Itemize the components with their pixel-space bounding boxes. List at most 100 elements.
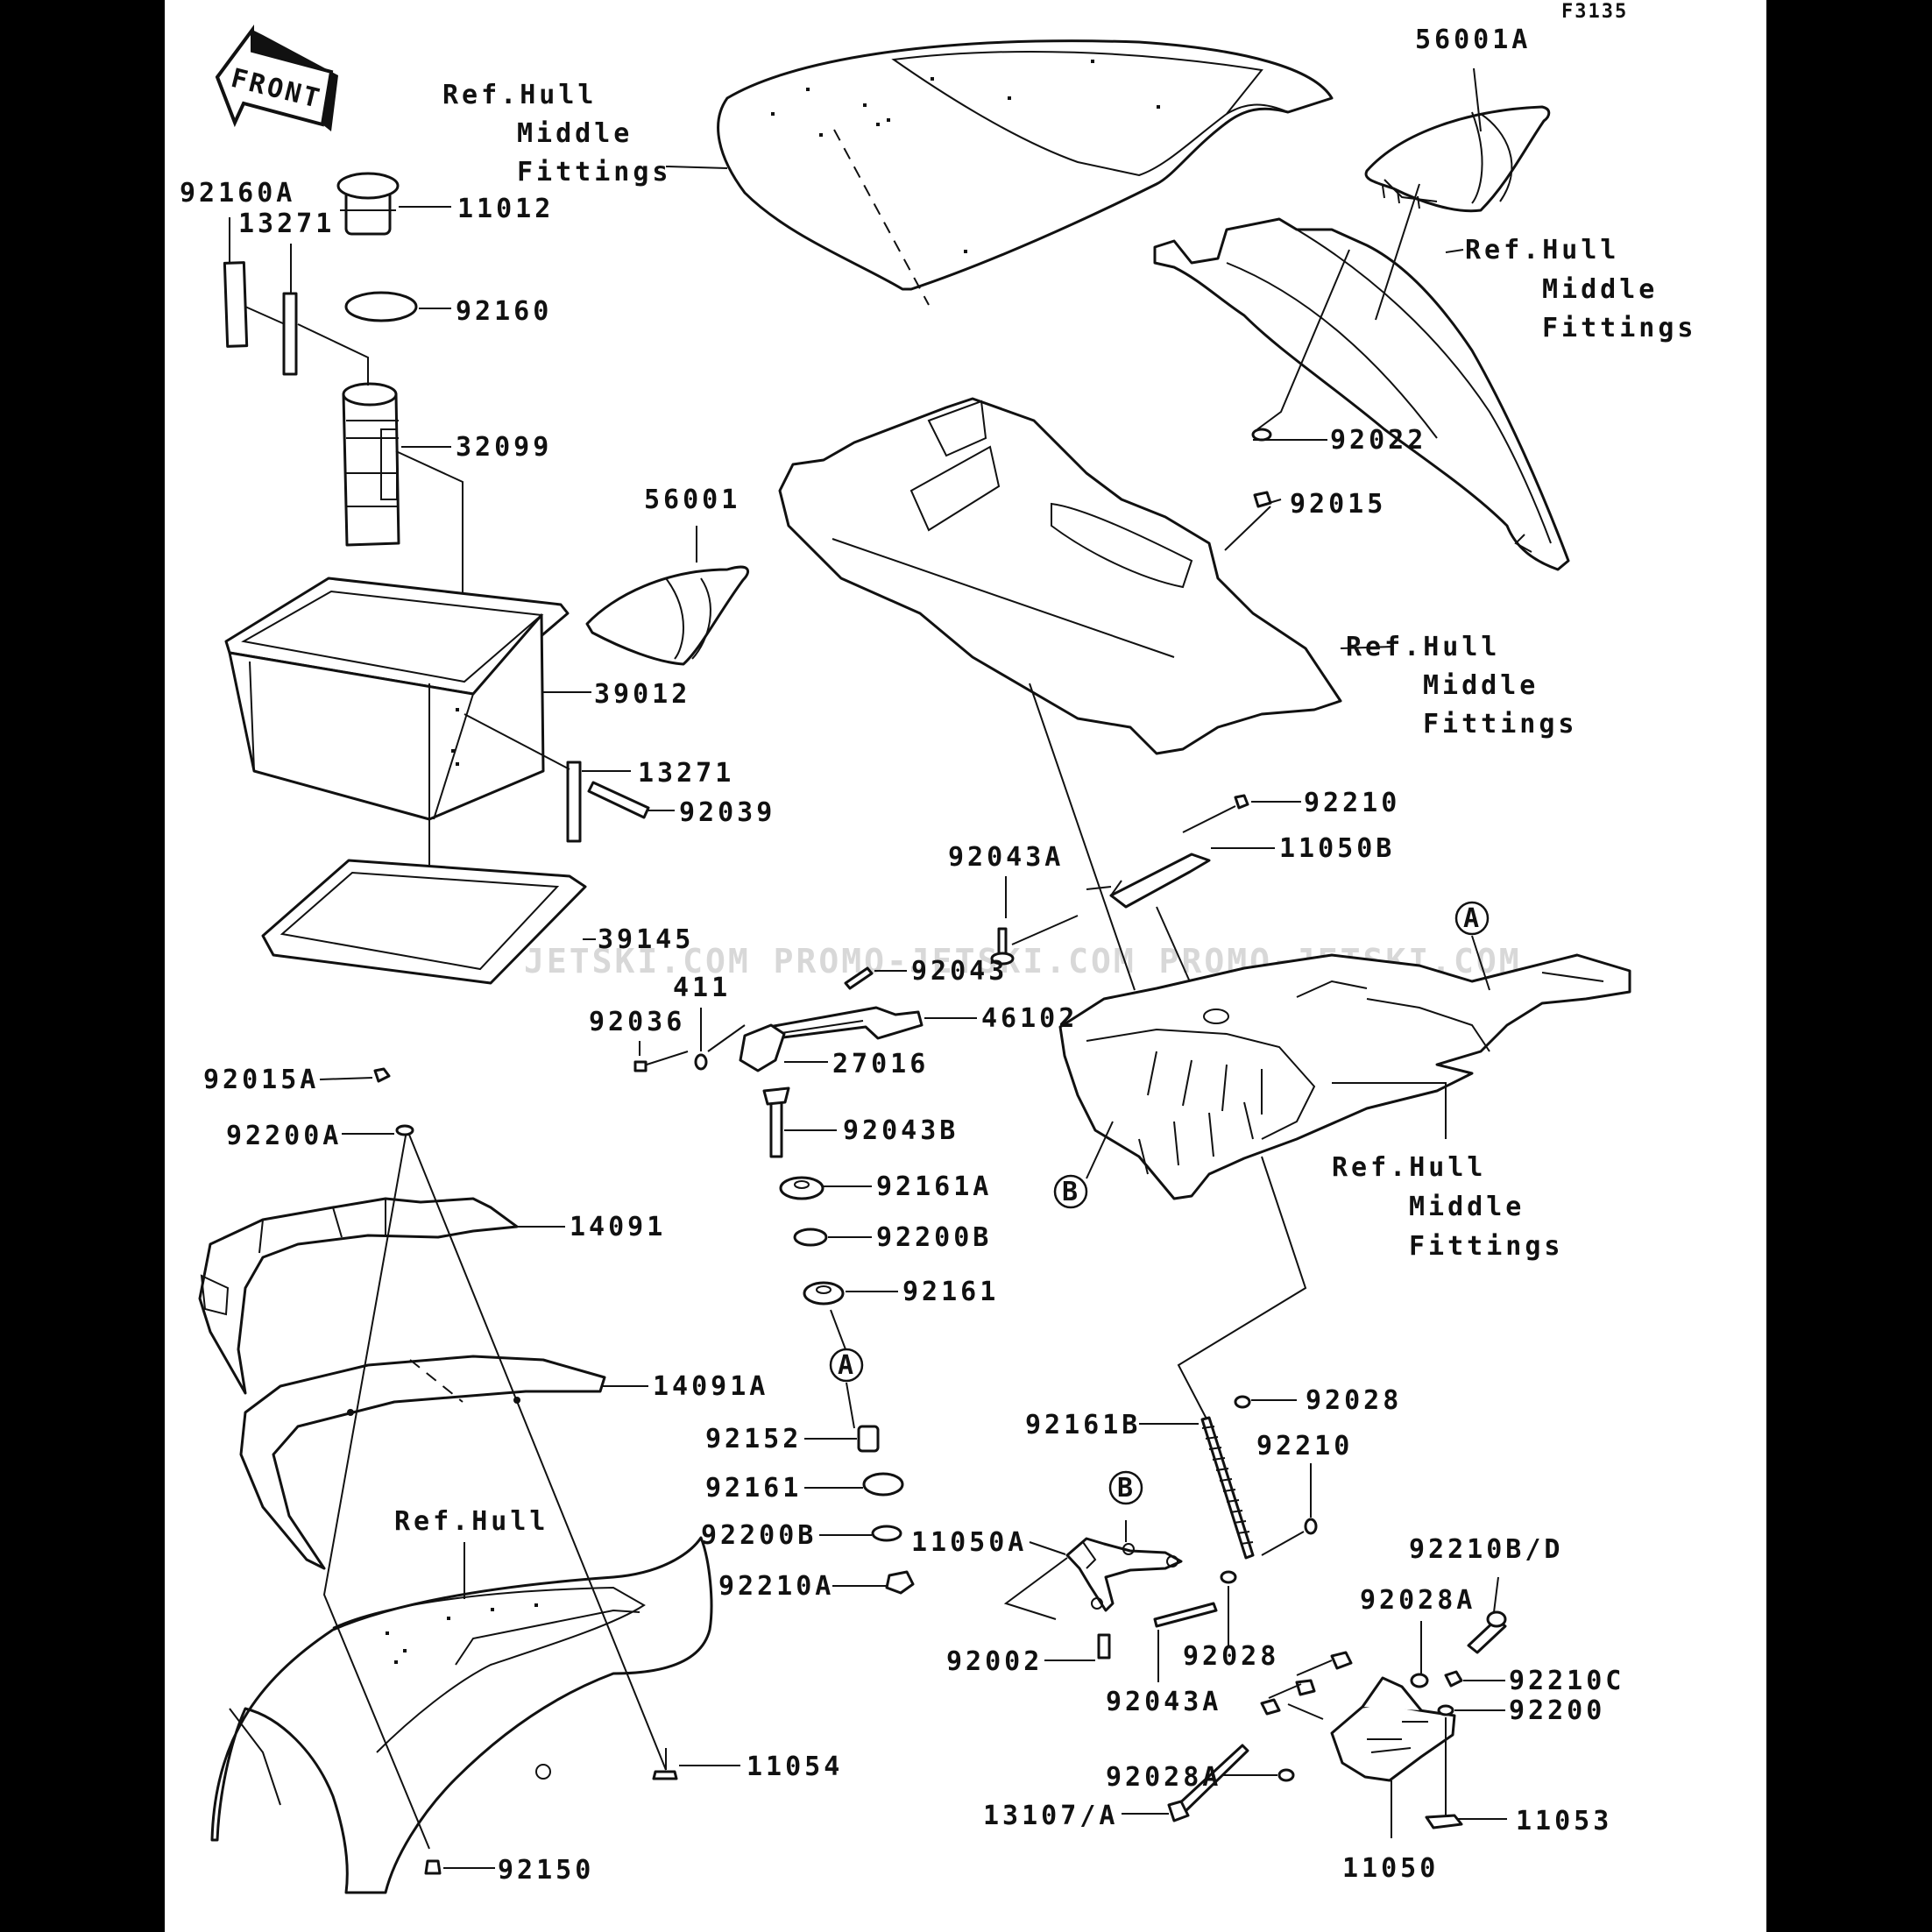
svg-text:Middle: Middle (1423, 670, 1539, 701)
gasket-39145 (261, 859, 596, 985)
washer-92022 (1251, 428, 1272, 442)
part-46102: 46102 (981, 1003, 1078, 1034)
part-14091: 14091 (570, 1212, 666, 1242)
part-92160: 92160 (456, 296, 552, 327)
svg-text:Ref.Hull: Ref.Hull (1346, 632, 1501, 662)
hull-front (210, 1359, 713, 1894)
plug-11054 (652, 1748, 740, 1780)
part-14091A: 14091A (653, 1371, 768, 1402)
bolt-92043A-b (1153, 1602, 1218, 1682)
part-92028A: 92028A (1360, 1585, 1476, 1616)
part-92160A: 92160A (180, 178, 295, 209)
part-92002: 92002 (946, 1646, 1043, 1677)
part-92200B-b: 92200B (701, 1520, 817, 1551)
grommet-92161 (803, 1281, 898, 1306)
part-92210BD: 92210B/D (1409, 1534, 1564, 1565)
rear-liner (1058, 953, 1631, 1200)
base-11053 (1425, 1717, 1507, 1829)
washer-411 (694, 1008, 746, 1071)
part-92150: 92150 (498, 1855, 594, 1886)
bolt-13107A (1122, 1744, 1249, 1822)
svg-text:Ref.Hull: Ref.Hull (1465, 235, 1620, 265)
part-92200A: 92200A (226, 1121, 342, 1151)
bolt-92043B (762, 1086, 837, 1158)
washer-92200 (1437, 1704, 1505, 1716)
callout-ref-hull-1: Ref.Hull Middle Fittings (442, 80, 672, 188)
fuel-cap-11012 (336, 172, 451, 236)
part-92043A-b: 92043A (1106, 1687, 1221, 1717)
bolt-92043 (844, 966, 907, 990)
nut-92015A (319, 1067, 391, 1083)
part-92210: 92210 (1304, 788, 1400, 818)
washer-92200B (793, 1228, 872, 1247)
svg-text:Ref.Hull: Ref.Hull (442, 80, 598, 110)
svg-text:Middle: Middle (1542, 274, 1658, 305)
callout-A-1: A (829, 1348, 864, 1383)
svg-text:A: A (838, 1350, 857, 1381)
washer-92028A-b (1222, 1768, 1295, 1782)
part-92028: 92028 (1306, 1385, 1402, 1416)
part-92028-b: 92028 (1183, 1641, 1279, 1672)
side-liner-right (1153, 217, 1570, 571)
part-56001A: 56001A (1415, 25, 1531, 55)
svg-text:Middle: Middle (1409, 1192, 1525, 1222)
gasket-92160 (344, 291, 451, 322)
part-92161A: 92161A (876, 1171, 992, 1202)
cover-56001 (585, 565, 750, 666)
washer-92028A (1410, 1621, 1429, 1688)
part-39145: 39145 (598, 924, 694, 955)
front-arrow-icon: FRONT (215, 24, 338, 131)
part-92210C: 92210C (1509, 1666, 1624, 1696)
strip-13271-b (464, 713, 675, 843)
svg-text:Fittings: Fittings (1423, 709, 1578, 740)
washer-92200A (342, 1124, 414, 1136)
screw-92002 (1044, 1633, 1111, 1661)
nut-92210 (1182, 794, 1301, 833)
spring-92161B (1139, 1416, 1255, 1560)
part-13107A: 13107/A (983, 1801, 1118, 1831)
part-92043: 92043 (911, 956, 1008, 987)
grommet-92161A (779, 1176, 872, 1200)
part-92043B: 92043B (843, 1115, 959, 1146)
part-92015: 92015 (1290, 489, 1386, 520)
part-56001: 56001 (644, 485, 740, 515)
part-92028A-b: 92028A (1106, 1762, 1221, 1793)
part-92200B: 92200B (876, 1222, 992, 1253)
svg-text:Middle: Middle (517, 118, 633, 149)
svg-text:B: B (1062, 1177, 1081, 1207)
washer-92200B-b (819, 1525, 902, 1542)
center-liner (778, 397, 1342, 755)
nut-92210A (832, 1570, 915, 1595)
part-11054: 11054 (747, 1752, 843, 1782)
svg-text:Fittings: Fittings (517, 157, 672, 188)
part-13271-b: 13271 (638, 758, 734, 789)
part-92210A: 92210A (718, 1571, 834, 1602)
part-92161: 92161 (902, 1277, 999, 1307)
nut-92015 (1253, 491, 1272, 508)
screw-92150 (424, 1859, 495, 1875)
grommet-92161-b (804, 1472, 904, 1497)
callout-ref-hull-5: Ref.Hull (394, 1506, 546, 1537)
part-92210-b: 92210 (1256, 1431, 1353, 1461)
part-92161B: 92161B (1025, 1410, 1141, 1440)
seat-part (717, 39, 1334, 306)
part-39012: 39012 (594, 679, 690, 710)
part-11053: 11053 (1516, 1806, 1612, 1836)
svg-text:Fittings: Fittings (1409, 1231, 1564, 1262)
svg-text:Ref.Hull: Ref.Hull (1332, 1152, 1487, 1183)
lower-nuts (1260, 1651, 1353, 1720)
catch-27016 (739, 1023, 828, 1072)
cleat-11050 (1330, 1676, 1456, 1838)
strip-13271 (282, 244, 298, 376)
callout-ref-hull-3: Ref.Hull Middle Fittings (1346, 632, 1578, 740)
part-92200: 92200 (1509, 1695, 1605, 1726)
svg-text:Fittings: Fittings (1542, 313, 1697, 343)
cover-56001A (1364, 105, 1551, 213)
svg-text:A: A (1463, 903, 1483, 934)
strip-92160A (223, 217, 286, 348)
part-11050: 11050 (1342, 1853, 1439, 1884)
part-92022: 92022 (1330, 425, 1426, 456)
svg-text:B: B (1117, 1473, 1136, 1504)
callout-ref-hull-2: Ref.Hull Middle Fittings (1465, 235, 1697, 343)
